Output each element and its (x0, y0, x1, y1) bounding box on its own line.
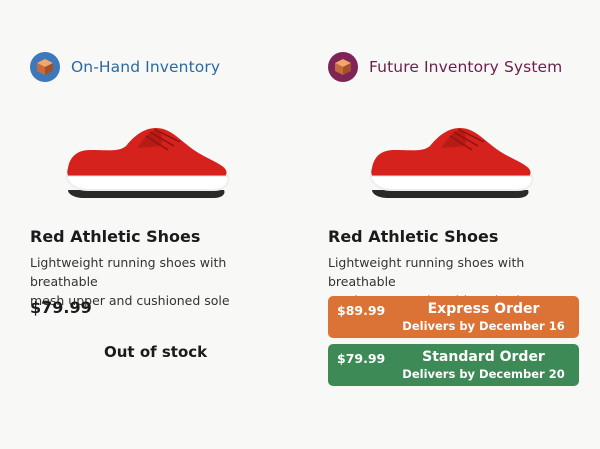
order-title: Express Order (427, 301, 540, 317)
red-shoe-image (369, 128, 534, 198)
panel-title: Future Inventory System (369, 58, 563, 76)
order-delivery-date: Delivers by December 20 (402, 367, 565, 381)
description-line: mesh upper and cushioned sole (30, 293, 230, 308)
order-title: Standard Order (422, 349, 545, 365)
express-order-button[interactable]: $89.99 Express Order Delivers by Decembe… (328, 296, 579, 338)
order-delivery-date: Delivers by December 16 (402, 319, 565, 333)
panel-header: Future Inventory System (328, 52, 562, 82)
standard-order-button[interactable]: $79.99 Standard Order Delivers by Decemb… (328, 344, 579, 386)
product-name: Red Athletic Shoes (328, 227, 499, 246)
stock-status: Out of stock (104, 343, 208, 361)
box-icon (328, 52, 358, 82)
description-line: Lightweight running shoes with breathabl… (328, 255, 525, 289)
product-name: Red Athletic Shoes (30, 227, 201, 246)
product-description: Lightweight running shoes with breathabl… (30, 253, 290, 310)
description-line: Lightweight running shoes with breathabl… (30, 255, 227, 289)
panel-header: On-Hand Inventory (30, 52, 220, 82)
box-icon (30, 52, 60, 82)
order-price: $79.99 (337, 351, 386, 366)
red-shoe-image (65, 128, 230, 198)
future-inventory-panel: Future Inventory System Red Athletic Sho… (328, 0, 598, 449)
product-price: $79.99 (30, 298, 92, 317)
panel-title: On-Hand Inventory (71, 58, 221, 76)
on-hand-inventory-panel: On-Hand Inventory Red Athletic Shoes Lig… (30, 0, 300, 449)
order-price: $89.99 (337, 303, 386, 318)
